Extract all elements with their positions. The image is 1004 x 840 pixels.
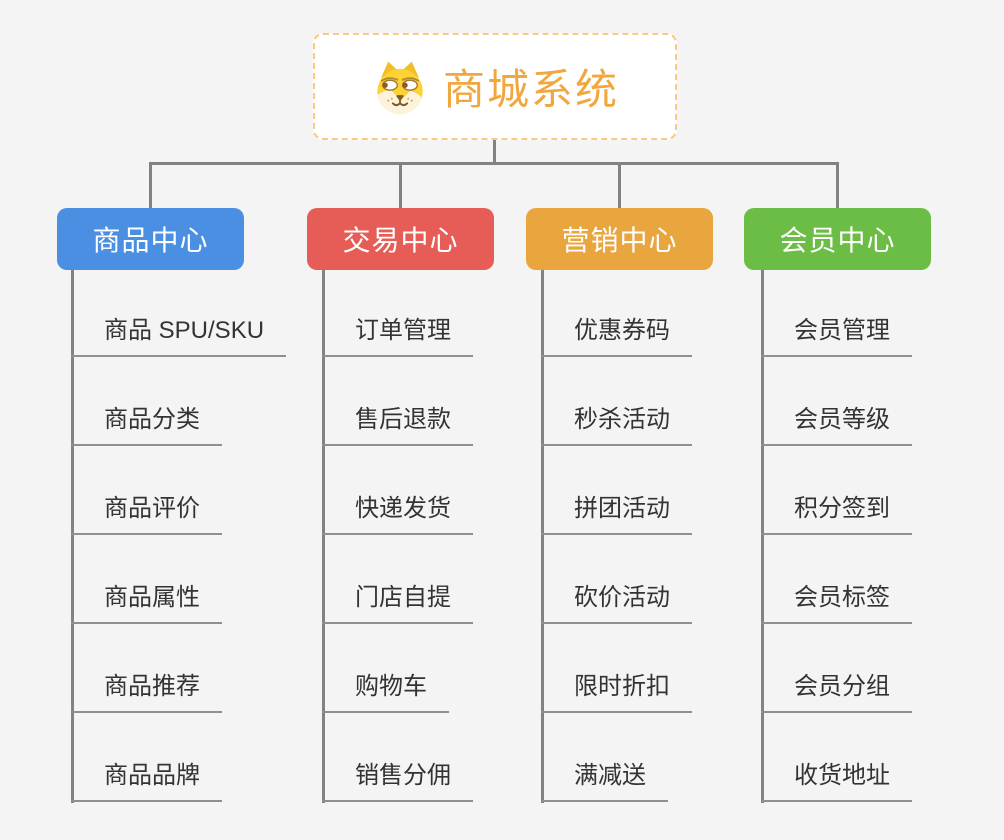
child-node-trade-center-3[interactable]: 门店自提 bbox=[322, 582, 473, 624]
root-node[interactable]: 商城系统 bbox=[313, 33, 677, 140]
child-node-member-center-1[interactable]: 会员等级 bbox=[761, 404, 912, 446]
child-node-trade-center-4[interactable]: 购物车 bbox=[322, 671, 449, 713]
connector-drop-trade-center bbox=[399, 162, 402, 208]
child-node-member-center-0[interactable]: 会员管理 bbox=[761, 315, 912, 357]
child-node-marketing-center-3[interactable]: 砍价活动 bbox=[541, 582, 692, 624]
branch-node-product-center[interactable]: 商品中心 bbox=[57, 208, 244, 270]
branch-node-member-center[interactable]: 会员中心 bbox=[744, 208, 931, 270]
child-node-member-center-2[interactable]: 积分签到 bbox=[761, 493, 912, 535]
dog-logo-icon bbox=[371, 58, 429, 116]
child-node-member-center-3[interactable]: 会员标签 bbox=[761, 582, 912, 624]
child-node-marketing-center-4[interactable]: 限时折扣 bbox=[541, 671, 692, 713]
child-node-marketing-center-2[interactable]: 拼团活动 bbox=[541, 493, 692, 535]
root-title: 商城系统 bbox=[442, 66, 619, 113]
child-node-member-center-4[interactable]: 会员分组 bbox=[761, 671, 912, 713]
child-node-trade-center-2[interactable]: 快递发货 bbox=[322, 493, 473, 535]
child-node-marketing-center-1[interactable]: 秒杀活动 bbox=[541, 404, 692, 446]
child-node-trade-center-1[interactable]: 售后退款 bbox=[322, 404, 473, 446]
child-node-product-center-1[interactable]: 商品分类 bbox=[71, 404, 222, 446]
child-node-product-center-3[interactable]: 商品属性 bbox=[71, 582, 222, 624]
child-node-product-center-5[interactable]: 商品品牌 bbox=[71, 760, 222, 802]
child-node-marketing-center-5[interactable]: 满减送 bbox=[541, 760, 668, 802]
connector-column-product-center bbox=[71, 270, 74, 803]
connector-drop-member-center bbox=[836, 162, 839, 208]
connector-bus bbox=[150, 162, 838, 165]
connector-column-member-center bbox=[761, 270, 764, 803]
child-node-product-center-0[interactable]: 商品 SPU/SKU bbox=[71, 315, 287, 357]
child-node-product-center-2[interactable]: 商品评价 bbox=[71, 493, 222, 535]
branch-node-marketing-center[interactable]: 营销中心 bbox=[526, 208, 713, 270]
child-node-trade-center-5[interactable]: 销售分佣 bbox=[322, 760, 473, 802]
child-node-product-center-4[interactable]: 商品推荐 bbox=[71, 671, 222, 713]
connector-drop-marketing-center bbox=[618, 162, 621, 208]
child-node-member-center-5[interactable]: 收货地址 bbox=[761, 760, 912, 802]
connector-column-trade-center bbox=[322, 270, 325, 803]
child-node-marketing-center-0[interactable]: 优惠券码 bbox=[541, 315, 692, 357]
connector-root-stem bbox=[492, 140, 496, 165]
connector-drop-product-center bbox=[149, 162, 152, 208]
branch-node-trade-center[interactable]: 交易中心 bbox=[307, 208, 494, 270]
connector-column-marketing-center bbox=[541, 270, 544, 803]
child-node-trade-center-0[interactable]: 订单管理 bbox=[322, 315, 473, 357]
